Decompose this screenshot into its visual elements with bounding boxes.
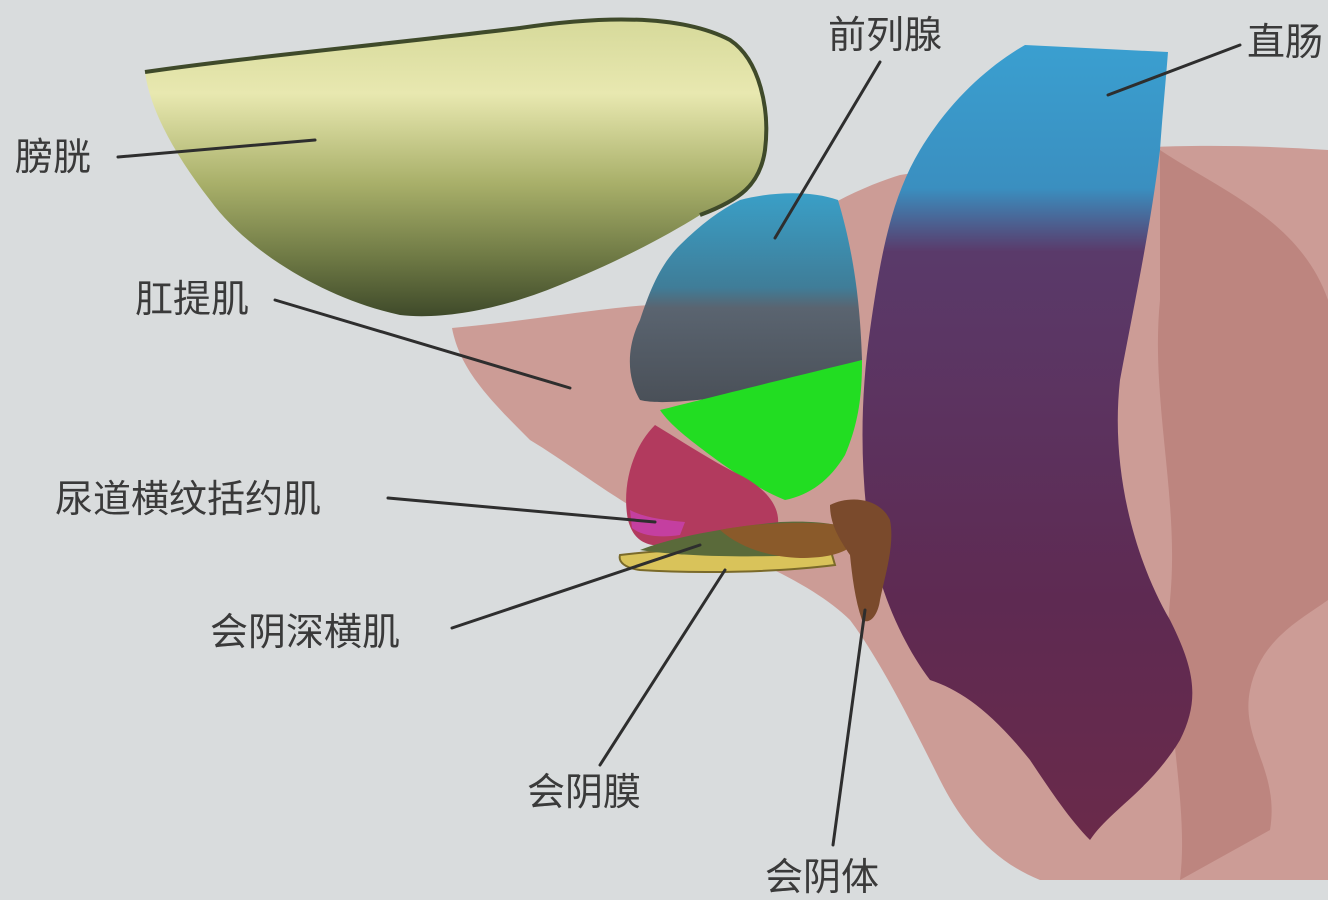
label-deep-transverse-perineal: 会阴深横肌	[210, 610, 400, 654]
leader-deep-transverse-perineal	[452, 545, 700, 628]
leader-urethral-sphincter	[388, 498, 655, 522]
label-levator-ani: 肛提肌	[135, 277, 249, 321]
label-rectum: 直肠	[1247, 20, 1323, 64]
label-bladder: 膀胱	[15, 135, 91, 179]
label-prostate: 前列腺	[828, 13, 942, 57]
leader-perineal-body	[833, 610, 865, 845]
label-perineal-membrane: 会阴膜	[527, 770, 641, 814]
leader-perineal-membrane	[600, 570, 725, 765]
label-urethral-sphincter: 尿道横纹括约肌	[55, 477, 321, 521]
label-perineal-body: 会阴体	[765, 855, 879, 899]
